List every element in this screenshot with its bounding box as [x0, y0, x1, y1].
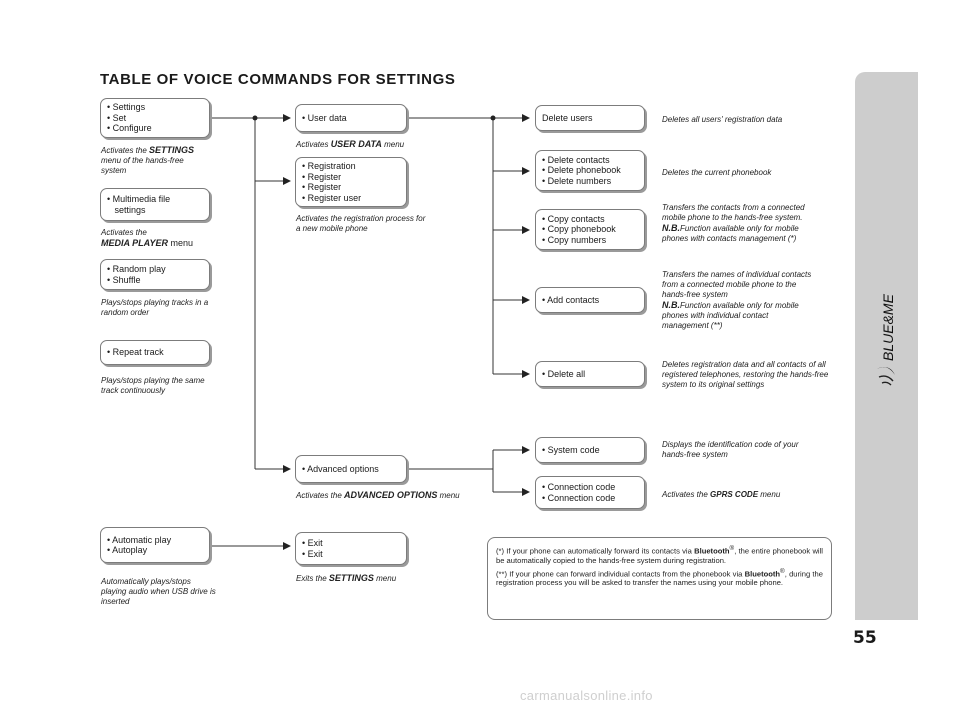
user-data-command-box: • User data: [295, 104, 407, 132]
exit-caption: Exits the SETTINGS menu: [296, 573, 397, 583]
copy-contacts-description: Transfers the contacts from a connected …: [662, 203, 805, 243]
registration-command-box: • Registration• Register• Register• Regi…: [295, 157, 407, 207]
page-number: 55: [853, 628, 877, 648]
footnote-1: (*) If your phone can automatically forw…: [496, 545, 823, 565]
delete-users-command-box: Delete users: [535, 105, 645, 131]
connection-code-description: Activates the GPRS CODE menu: [662, 490, 781, 499]
exit-command-box: • Exit• Exit: [295, 532, 407, 565]
connection-code-command-box: • Connection code• Connection code: [535, 476, 645, 509]
logo-text: BLUE&ME: [880, 293, 896, 361]
system-code-description: Displays the identification code of your…: [662, 440, 799, 459]
repeat-track-command-box: • Repeat track: [100, 340, 210, 365]
delete-all-command-box: • Delete all: [535, 361, 645, 387]
footnote-box: (*) If your phone can automatically forw…: [487, 537, 832, 620]
delete-all-description: Deletes registration data and all contac…: [662, 360, 829, 389]
advanced-options-caption: Activates the ADVANCED OPTIONS menu: [296, 490, 460, 500]
footnote-2: (**) If your phone can forward individua…: [496, 567, 823, 588]
page-title: TABLE OF VOICE COMMANDS FOR SETTINGS: [100, 71, 456, 88]
advanced-options-command-box: • Advanced options: [295, 455, 407, 483]
random-play-command-box: • Random play• Shuffle: [100, 259, 210, 290]
add-contacts-command-box: • Add contacts: [535, 287, 645, 313]
settings-caption: Activates the SETTINGS menu of the hands…: [101, 145, 195, 175]
multimedia-caption: Activates the MEDIA PLAYER menu: [101, 228, 194, 248]
copy-contacts-command-box: • Copy contacts• Copy phonebook• Copy nu…: [535, 209, 645, 250]
delete-contacts-command-box: • Delete contacts• Delete phonebook• Del…: [535, 150, 645, 191]
system-code-command-box: • System code: [535, 437, 645, 463]
watermark: carmanualsonline.info: [520, 688, 653, 703]
autoplay-caption: Automatically plays/stops playing audio …: [101, 577, 216, 606]
user-data-caption: Activates USER DATA menu: [296, 139, 405, 149]
side-tab: [855, 72, 918, 620]
add-contacts-description: Transfers the names of individual contac…: [662, 270, 812, 330]
repeat-track-caption: Plays/stops playing the same track conti…: [101, 376, 205, 395]
autoplay-command-box: • Automatic play• Autoplay: [100, 527, 210, 563]
registration-caption: Activates the registration process for a…: [296, 214, 426, 233]
settings-command-box: • Settings• Set• Configure: [100, 98, 210, 138]
multimedia-command-box: • Multimedia file settings: [100, 188, 210, 221]
delete-contacts-description: Deletes the current phonebook: [662, 168, 772, 177]
delete-users-description: Deletes all users' registration data: [662, 115, 783, 124]
blue-and-me-logo: BLUE&ME: [877, 293, 896, 386]
random-play-caption: Plays/stops playing tracks in a random o…: [101, 298, 209, 317]
